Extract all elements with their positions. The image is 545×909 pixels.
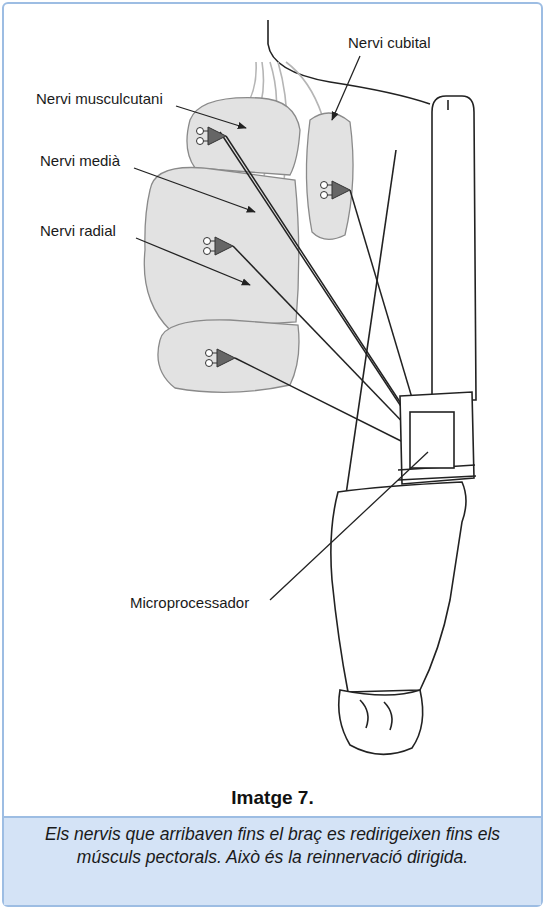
nerve-label: Nervi cubital <box>346 34 433 51</box>
prosthetic-arm <box>331 96 476 754</box>
electrode-wire <box>220 132 418 448</box>
figure-title: Imatge 7. <box>4 787 541 809</box>
figure-caption: Els nervis que arribaven fins el braç es… <box>14 823 531 869</box>
nerve-label: Nervi medià <box>38 152 122 169</box>
leader-line <box>134 56 428 600</box>
electrode <box>197 127 351 367</box>
microprocessor <box>410 412 454 468</box>
nerve-label: Nervi radial <box>38 222 118 239</box>
muscle-region <box>144 98 353 393</box>
part-label: Microprocessador <box>128 594 251 611</box>
nerve-label: Nervi musculcutani <box>34 90 165 107</box>
